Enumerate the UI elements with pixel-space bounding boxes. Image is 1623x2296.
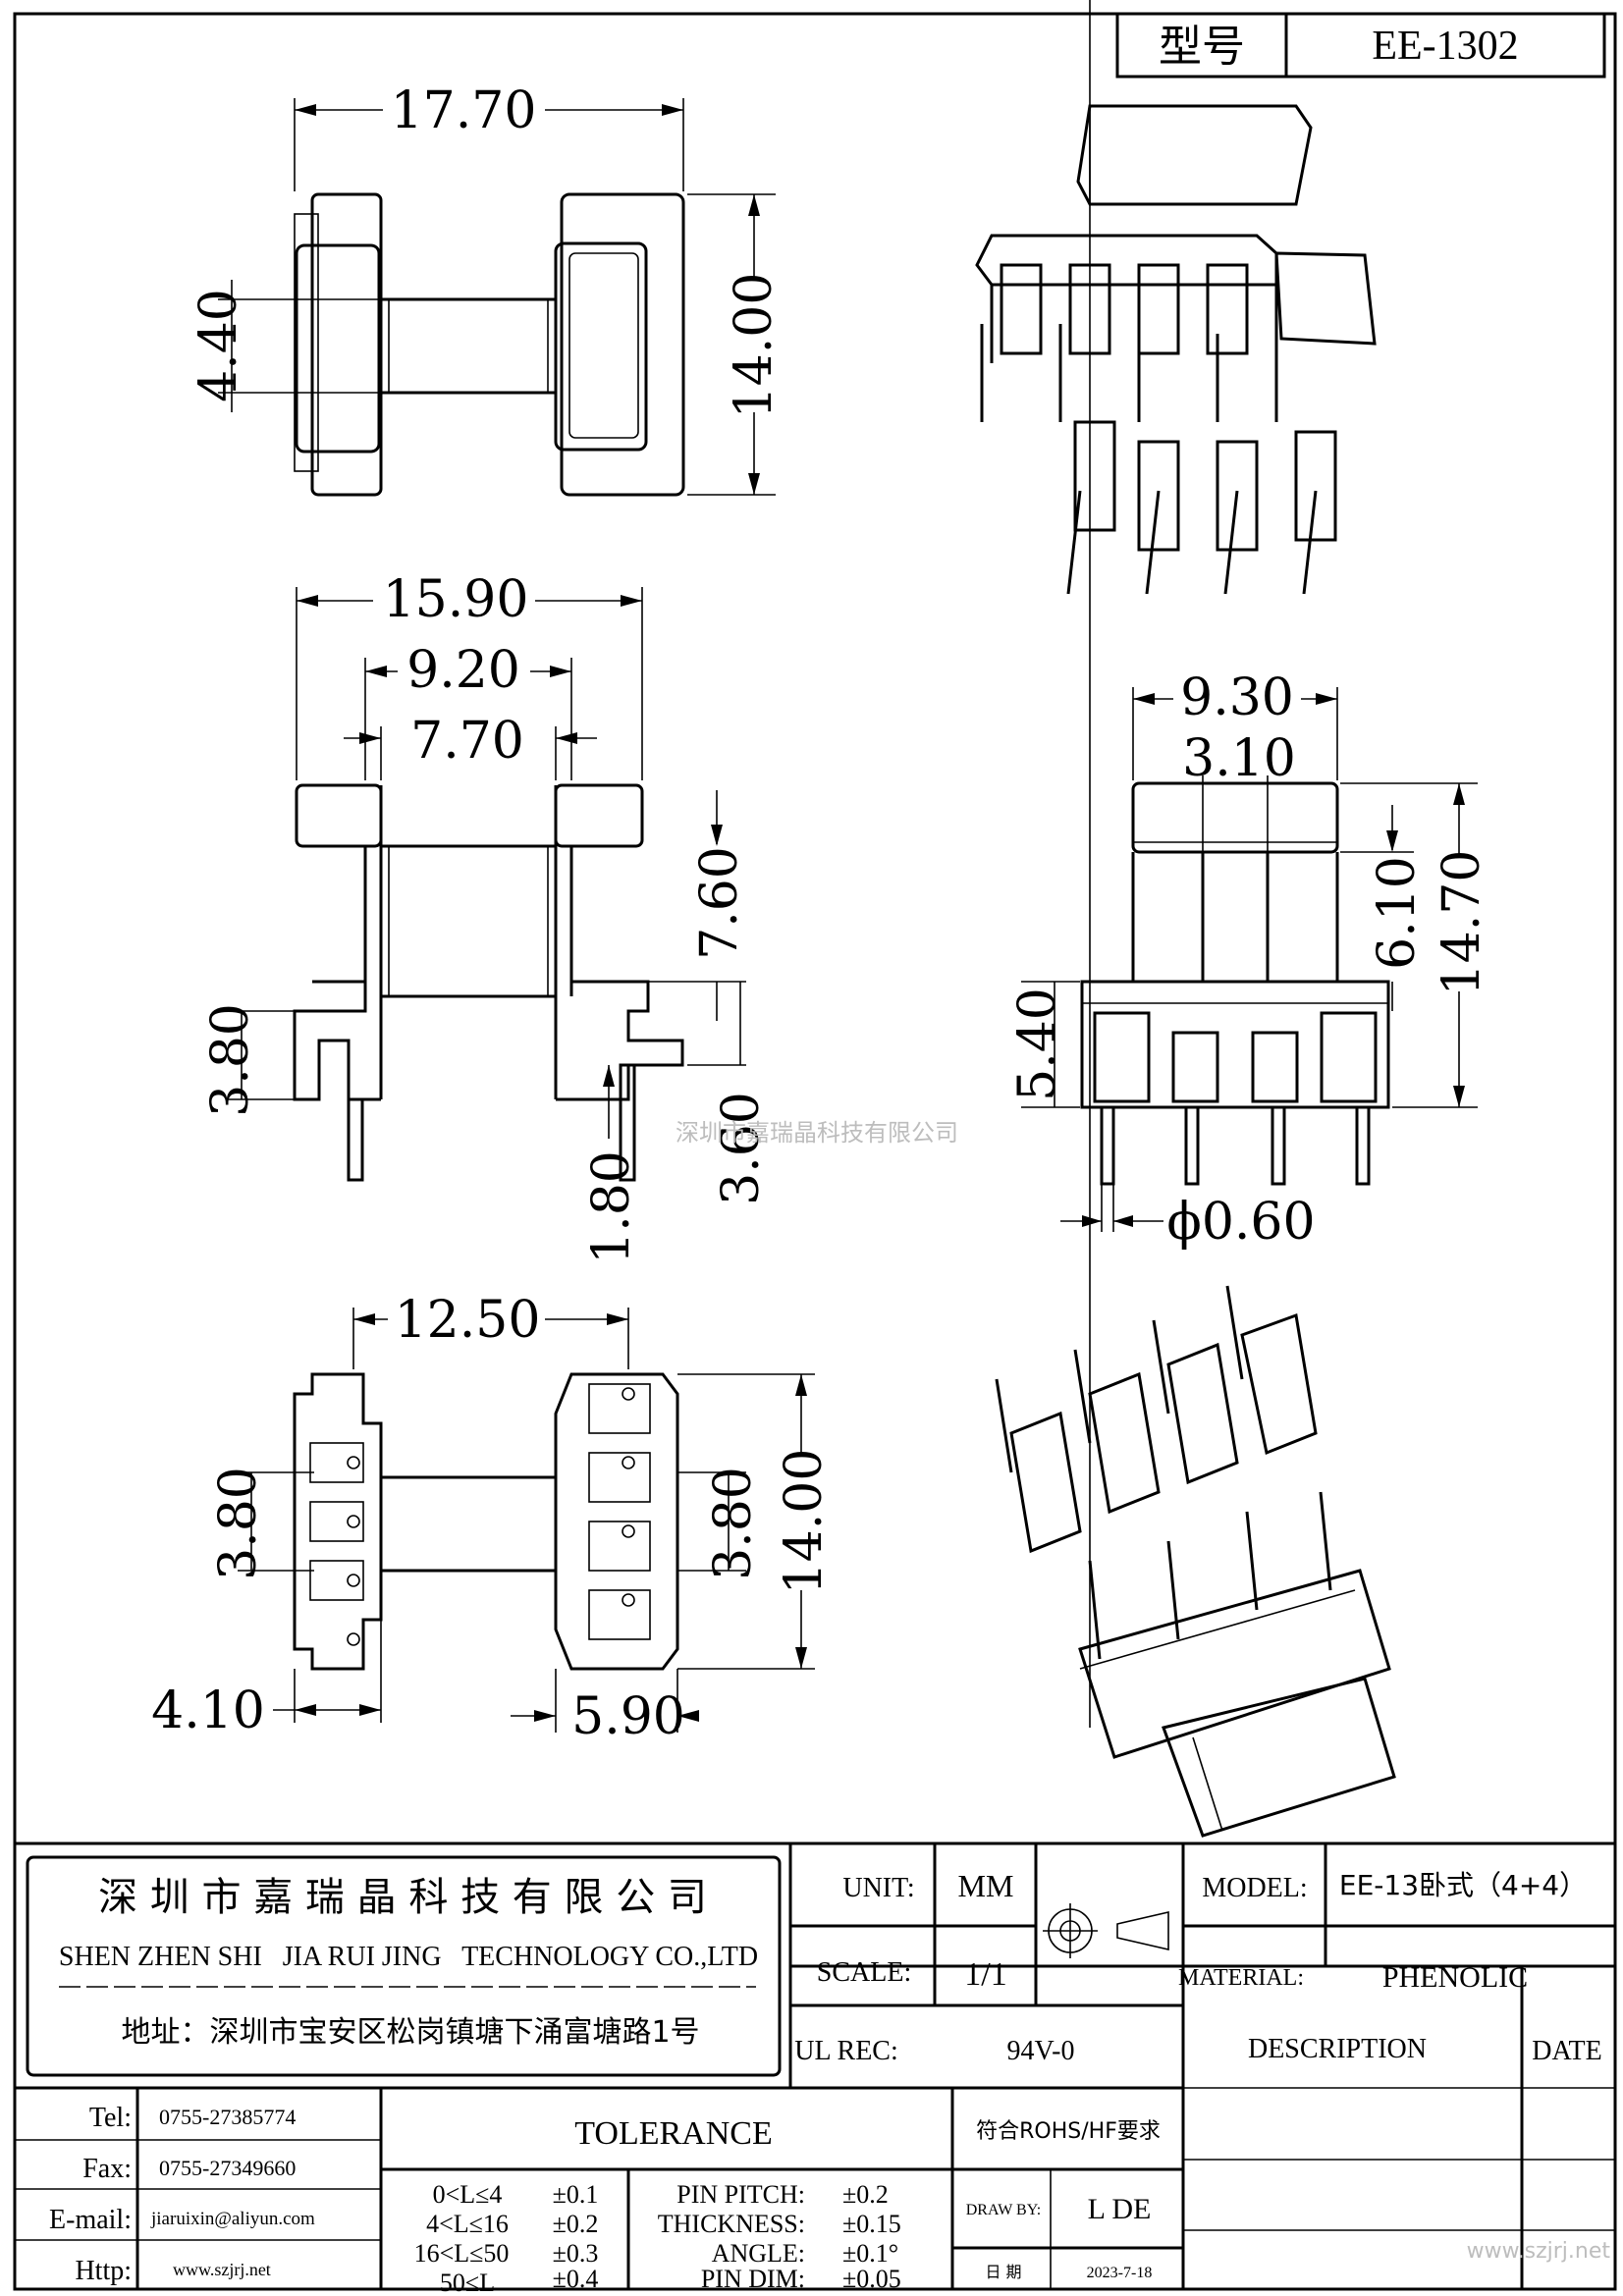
company-address: 地址：深圳市宝安区松岗镇塘下涌富塘路1号 bbox=[121, 2015, 699, 2050]
tolerance-value-3: ±0.3 bbox=[553, 2239, 599, 2268]
dim-front-pin-offset: 1.80 bbox=[582, 1150, 641, 1264]
header-model-no: EE-1302 bbox=[1372, 24, 1518, 69]
unit-value: MM bbox=[958, 1868, 1014, 1903]
email-label: E-mail: bbox=[49, 2205, 132, 2235]
dim-front-height-base: 3.80 bbox=[201, 1003, 260, 1117]
dim-top-core: 4.40 bbox=[189, 289, 248, 402]
http-label: Http: bbox=[75, 2256, 132, 2286]
description-label: DESCRIPTION bbox=[1248, 2034, 1427, 2064]
dim-front-total-width: 15.90 bbox=[383, 570, 529, 629]
header-box: 型号 EE-1302 bbox=[1115, 12, 1606, 79]
material-value: PHENOLIC bbox=[1382, 1961, 1528, 1994]
tolerance-value-4: ±0.4 bbox=[553, 2265, 599, 2293]
front-view: 15.90 9.20 7.70 7.60 3.80 3.60 bbox=[201, 570, 771, 1264]
dim-side-base: 5.40 bbox=[1008, 988, 1067, 1101]
date-value: 2023-7-18 bbox=[1087, 2265, 1153, 2281]
email-value: jiaruixin@aliyun.com bbox=[150, 2209, 315, 2229]
http-value: www.szjrj.net bbox=[173, 2260, 271, 2279]
rohs-note: 符合ROHS/HF要求 bbox=[976, 2119, 1161, 2144]
dim-bottom-offset-left: 4.10 bbox=[151, 1682, 265, 1740]
header-label: 型号 bbox=[1159, 22, 1245, 72]
tolerance-range-2: 4<L≤16 bbox=[426, 2210, 509, 2238]
spec-angle-value: ±0.1° bbox=[842, 2239, 898, 2268]
spec-angle-label: ANGLE: bbox=[712, 2239, 805, 2268]
watermark-center: 深圳市嘉瑞晶科技有限公司 bbox=[676, 1119, 958, 1147]
isometric-view-bottom bbox=[995, 0, 1396, 1838]
outer-frame bbox=[13, 12, 1617, 2291]
dim-top-width: 17.70 bbox=[391, 81, 537, 140]
dim-bottom-offset-right: 5.90 bbox=[571, 1687, 685, 1746]
dim-side-height-total: 14.70 bbox=[1433, 850, 1491, 996]
tolerance-range-3: 16<L≤50 bbox=[414, 2239, 510, 2268]
scale-value: 1/1 bbox=[964, 1956, 1006, 1993]
dim-side-pin-diameter: ϕ0.60 bbox=[1166, 1193, 1315, 1252]
draw-by-value: L DE bbox=[1088, 2193, 1152, 2225]
dim-front-height-upper: 7.60 bbox=[690, 846, 749, 960]
top-view: 17.70 14.00 4.40 bbox=[189, 81, 784, 497]
tolerance-title: TOLERANCE bbox=[574, 2115, 772, 2152]
title-block: 深 圳 市 嘉 瑞 晶 科 技 有 限 公 司 SHEN ZHEN SHI JI… bbox=[15, 1842, 1615, 2296]
projection-symbol bbox=[1043, 1903, 1169, 1958]
model-label: MODEL: bbox=[1202, 1873, 1307, 1903]
tel-value: 0755-27385774 bbox=[159, 2105, 296, 2129]
dim-side-slot: 3.10 bbox=[1182, 729, 1296, 788]
bottom-view: 12.50 14.00 3.80 3.80 4.10 5.90 bbox=[151, 1291, 834, 1746]
ul-rec-label: UL REC: bbox=[794, 2036, 898, 2066]
tolerance-value-1: ±0.1 bbox=[553, 2180, 599, 2209]
isometric-view-top bbox=[975, 104, 1377, 595]
fax-label: Fax: bbox=[82, 2154, 132, 2184]
dim-front-inner-width: 7.70 bbox=[410, 712, 524, 771]
tolerance-value-2: ±0.2 bbox=[553, 2210, 599, 2238]
ul-rec-value: 94V-0 bbox=[1007, 2036, 1075, 2066]
spec-thickness-label: THICKNESS: bbox=[658, 2210, 805, 2238]
date-label: DATE bbox=[1532, 2036, 1602, 2066]
spec-pin-pitch-value: ±0.2 bbox=[842, 2180, 889, 2209]
scale-label: SCALE: bbox=[817, 1957, 911, 1988]
material-label: MATERIAL: bbox=[1178, 1965, 1304, 1991]
dim-top-height: 14.00 bbox=[725, 273, 784, 419]
company-name-cn: 深 圳 市 嘉 瑞 晶 科 技 有 限 公 司 bbox=[98, 1875, 707, 1920]
fax-value: 0755-27349660 bbox=[159, 2156, 296, 2180]
spec-pin-dim-label: PIN DIM: bbox=[701, 2265, 805, 2293]
dim-front-pin-height: 3.60 bbox=[712, 1092, 771, 1205]
dim-front-flange-width: 9.20 bbox=[406, 641, 520, 700]
dim-side-height-core: 6.10 bbox=[1368, 856, 1427, 970]
dim-bottom-pitch-left: 3.80 bbox=[209, 1467, 268, 1580]
spec-pin-dim-value: ±0.05 bbox=[842, 2265, 901, 2293]
dim-bottom-width: 12.50 bbox=[395, 1291, 541, 1350]
draw-by-label: DRAW BY: bbox=[966, 2202, 1042, 2218]
tolerance-range-1: 0<L≤4 bbox=[433, 2180, 503, 2209]
spec-pin-pitch-label: PIN PITCH: bbox=[676, 2180, 805, 2209]
tolerance-range-4: 50≤L bbox=[440, 2269, 495, 2296]
spec-thickness-value: ±0.15 bbox=[842, 2210, 901, 2238]
side-view: 9.30 3.10 6.10 14.70 5.40 ϕ0.60 bbox=[1008, 668, 1491, 1252]
dim-bottom-height: 14.00 bbox=[775, 1449, 834, 1595]
unit-label: UNIT: bbox=[842, 1873, 914, 1903]
model-value: EE-13卧式（4+4） bbox=[1339, 1869, 1587, 1901]
dim-bottom-pitch-right: 3.80 bbox=[704, 1467, 763, 1580]
watermark-corner: www.szjrj.net bbox=[1467, 2239, 1611, 2264]
date-cn-label: 日 期 bbox=[985, 2263, 1021, 2281]
tel-label: Tel: bbox=[89, 2103, 132, 2133]
company-name-en: SHEN ZHEN SHI JIA RUI JING TECHNOLOGY CO… bbox=[59, 1942, 758, 1972]
dim-side-width: 9.30 bbox=[1180, 668, 1294, 727]
